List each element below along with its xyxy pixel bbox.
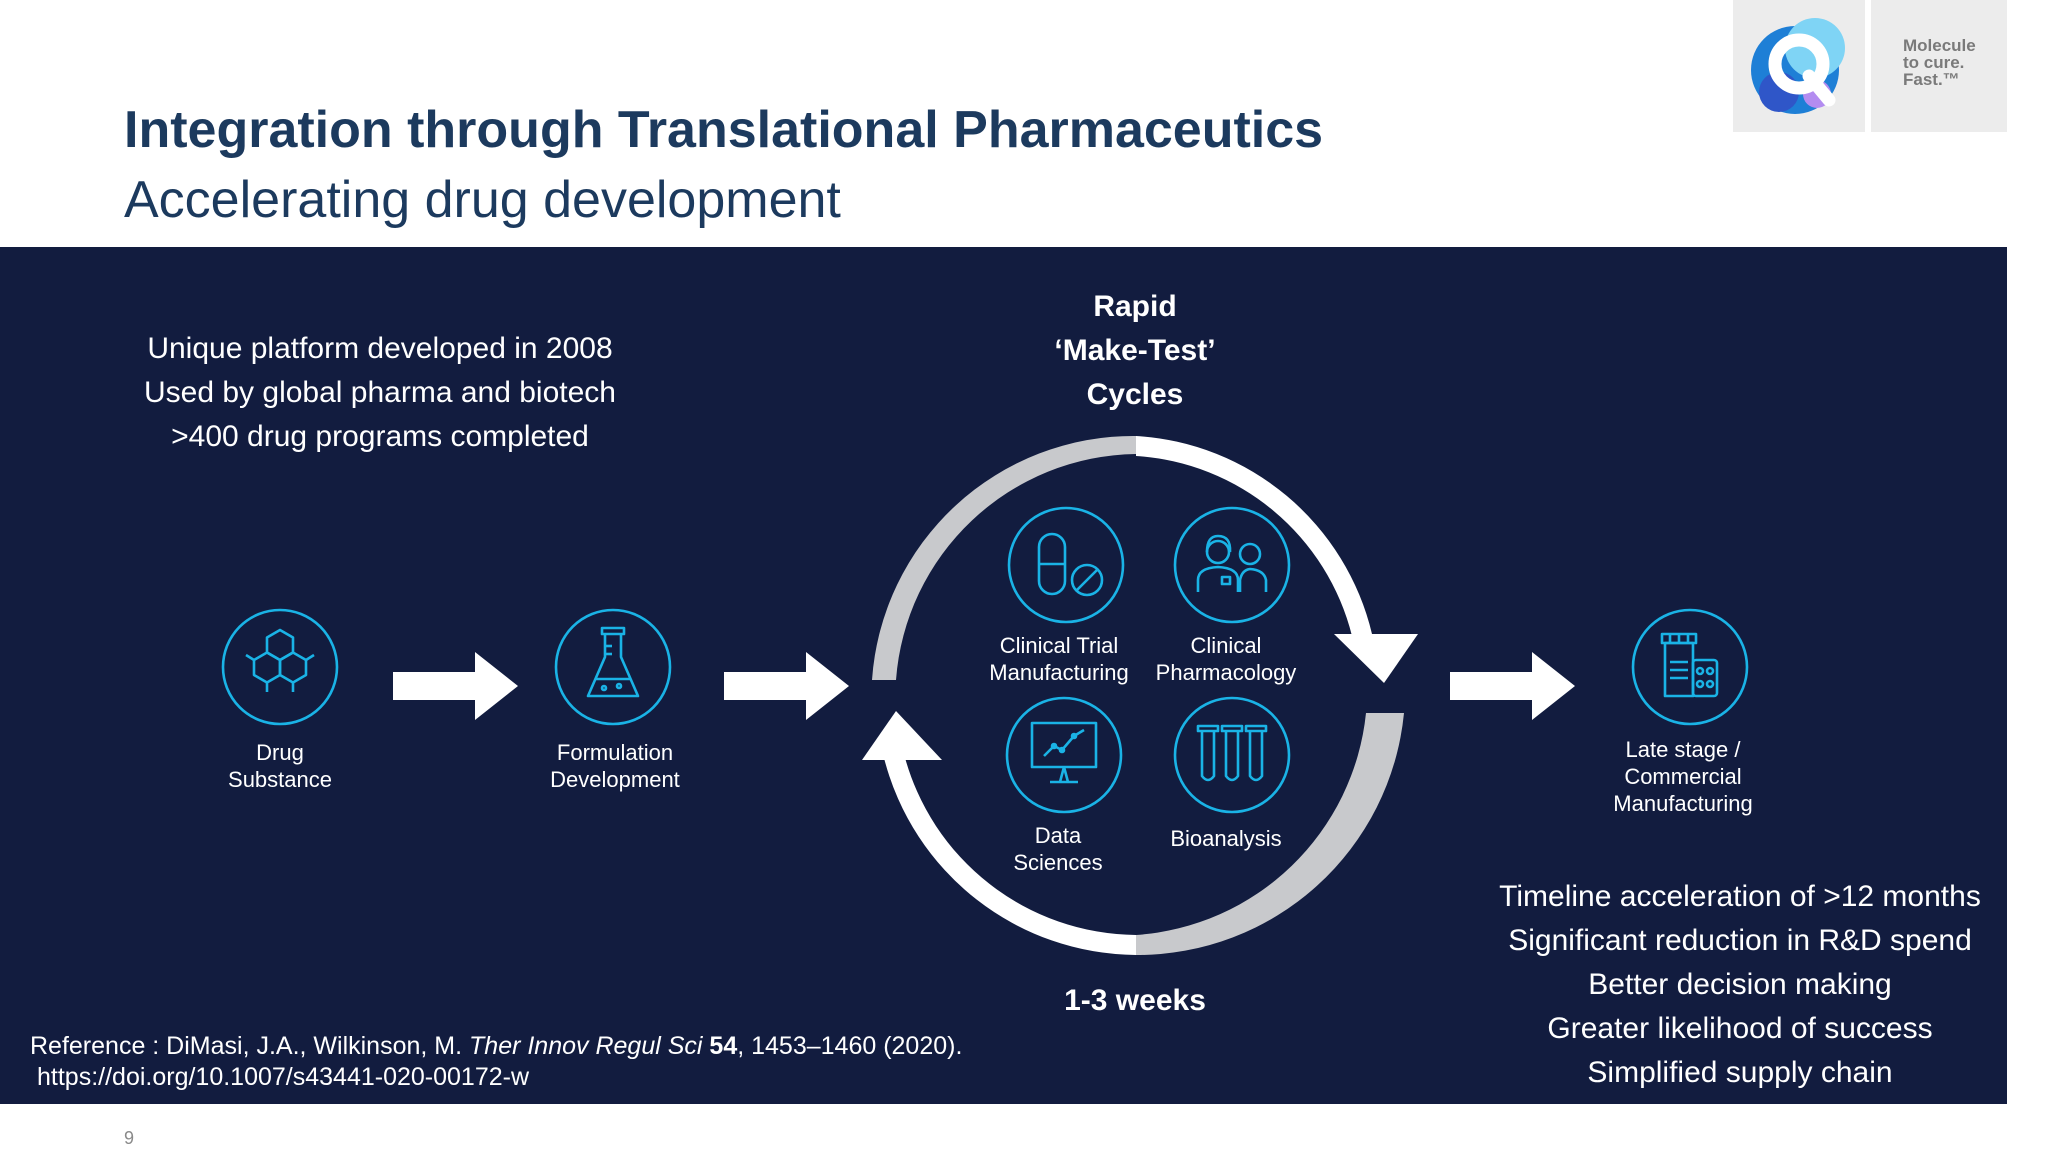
intro-line: >400 drug programs completed	[171, 420, 589, 453]
reference-doi-link[interactable]: https://doi.org/10.1007/s43441-020-00172…	[37, 1063, 530, 1091]
slide-subtitle: Accelerating drug development	[124, 171, 841, 229]
label-late-stage: Late stage / Commercial Manufacturing	[1613, 737, 1753, 816]
cycle-title-line: Cycles	[1086, 378, 1184, 411]
cycle-arc-top-left	[872, 435, 1136, 680]
monitor-chart-icon	[1005, 696, 1123, 814]
cycle-title: Rapid ‘Make-Test’ Cycles	[985, 285, 1285, 417]
cycle-arc-bottom-left	[884, 754, 1136, 955]
cycle-arrowhead-down-icon	[1334, 634, 1418, 683]
label-clinical-pharmacology: Clinical Pharmacology	[1155, 633, 1297, 685]
slide-title: Integration through Translational Pharma…	[124, 101, 1324, 159]
benefit-item: Better decision making	[1588, 968, 1892, 1001]
reference: Reference : DiMasi, J.A., Wilkinson, M. …	[30, 1031, 962, 1093]
benefit-item: Timeline acceleration of >12 months	[1499, 880, 1981, 913]
quotient-q-logo-icon	[1751, 18, 1845, 114]
flask-icon	[554, 608, 672, 726]
logo-tagline-box	[1871, 0, 2007, 132]
flow-arrow-right-icon	[724, 652, 849, 720]
logo-icon-box	[1733, 0, 1865, 132]
reference-line-1: Reference : DiMasi, J.A., Wilkinson, M. …	[30, 1032, 963, 1060]
platform-intro: Unique platform developed in 2008 Used b…	[100, 327, 660, 459]
pill-bottle-icon	[1631, 608, 1749, 726]
intro-line: Unique platform developed in 2008	[147, 332, 613, 365]
label-drug-substance: Drug Substance	[228, 740, 332, 792]
benefit-item: Greater likelihood of success	[1547, 1012, 1933, 1045]
label-data-sciences: Data Sciences	[1013, 823, 1103, 875]
label-clinical-trial-manufacturing: Clinical Trial Manufacturing	[989, 633, 1129, 685]
page-number: 9	[124, 1128, 135, 1148]
benefit-item: Significant reduction in R&D spend	[1508, 924, 1972, 957]
label-bioanalysis: Bioanalysis	[1170, 826, 1282, 851]
flow-arrow-right-icon	[393, 652, 518, 720]
benefits-list: Timeline acceleration of >12 months Sign…	[1470, 875, 2010, 1095]
cycle-title-line: Rapid	[1093, 290, 1177, 323]
clinicians-icon	[1173, 506, 1291, 624]
benefit-item: Simplified supply chain	[1587, 1056, 1893, 1089]
capsule-tablet-icon	[1007, 506, 1125, 624]
cycle-arrowhead-up-icon	[862, 711, 942, 760]
cycle-title-line: ‘Make-Test’	[1054, 334, 1216, 367]
cycle-duration: 1-3 weeks	[1064, 984, 1206, 1017]
cycle-arc-top-right	[1136, 436, 1372, 636]
test-tubes-icon	[1173, 696, 1291, 814]
process-panel: Unique platform developed in 2008 Used b…	[0, 247, 2007, 1104]
cycle-arc-bottom-right	[1136, 713, 1404, 956]
logo-tagline: Molecule to cure. Fast.™	[1903, 36, 1976, 89]
intro-line: Used by global pharma and biotech	[144, 376, 616, 409]
hexagon-molecule-icon	[221, 608, 339, 726]
flow-arrow-right-icon	[1450, 652, 1575, 720]
label-formulation-development: Formulation Development	[550, 740, 680, 792]
